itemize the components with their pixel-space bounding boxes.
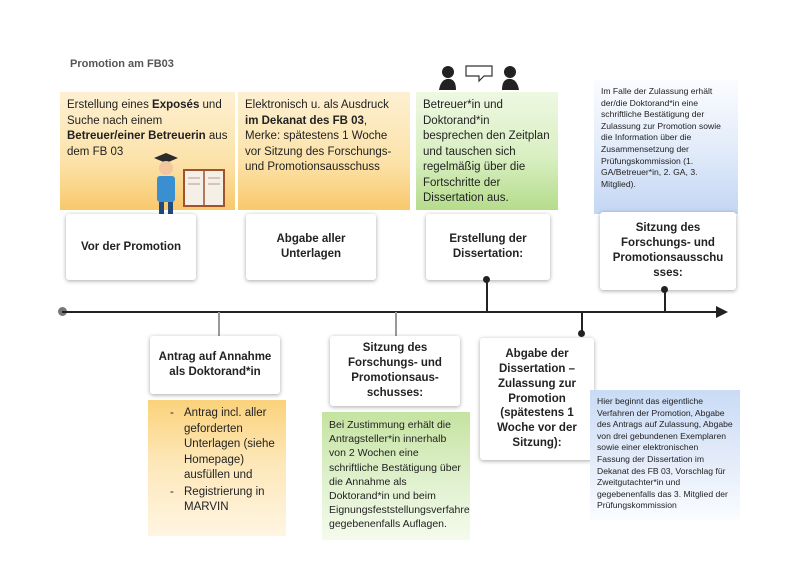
card-committee-session-bottom: Sitzung des Forschungs- und Promotionsau… (330, 336, 460, 406)
discussion-icon (436, 62, 522, 92)
graduate-illustration (148, 150, 226, 216)
note-acceptance: Bei Zustimmung erhält die Antragsteller*… (322, 412, 470, 540)
note-text: aus dem FB 03 (67, 130, 228, 158)
timeline-arrow (716, 306, 728, 318)
connector (664, 290, 666, 312)
note-admission-info: Im Falle der Zulassung erhält der/die Do… (594, 80, 738, 214)
note-procedure-start: Hier beginnt das eigentliche Verfahren d… (590, 390, 740, 520)
card-writing-dissertation: Erstellung der Dissertation: (426, 214, 550, 280)
connector-dot (578, 330, 585, 337)
connector-dot (661, 286, 668, 293)
connector-dot (483, 276, 490, 283)
note-text: Hier beginnt das eigentliche Verfahren d… (597, 396, 733, 511)
connector (581, 312, 583, 336)
note-text-bold: im Dekanat des FB 03 (245, 114, 364, 127)
card-application-doctoral: Antrag auf Annahme als Doktorand*in (150, 336, 280, 394)
connector (218, 312, 220, 336)
note-text: Im Falle der Zulassung erhält der/die Do… (601, 86, 721, 189)
list-item: Registrierung in MARVIN (170, 485, 279, 516)
application-steps-list: Antrag incl. aller geforderten Unterlage… (170, 406, 279, 516)
card-before-promotion: Vor der Promotion (66, 214, 196, 280)
connector (486, 280, 488, 312)
card-committee-session-top: Sitzung des Forschungs- und Promotionsau… (600, 212, 736, 290)
card-submit-documents: Abgabe aller Unterlagen (246, 214, 376, 280)
timeline-axis (62, 311, 722, 313)
note-documents: Elektronisch u. als Ausdruck im Dekanat … (238, 92, 410, 210)
note-application-steps: Antrag incl. aller geforderten Unterlage… (148, 400, 286, 536)
note-before-promotion: Erstellung eines Exposés und Suche nach … (60, 92, 235, 210)
card-submit-dissertation: Abgabe der Dissertation – Zulassung zur … (480, 338, 594, 460)
note-text-bold: Betreuer/einer Betreuerin (67, 130, 206, 143)
note-text: Betreuer*in und Doktorand*in besprechen … (423, 99, 550, 205)
page-title: Promotion am FB03 (70, 58, 174, 70)
note-text-bold: Exposés (152, 99, 200, 111)
note-text: Elektronisch u. als Ausdruck (245, 99, 389, 111)
note-text: Bei Zustimmung erhält die Antragsteller*… (329, 419, 470, 531)
note-text: , Merke: spätestens 1 Woche vor Sitzung … (245, 114, 392, 174)
note-text: Erstellung eines (67, 99, 153, 111)
connector (395, 312, 397, 336)
note-text: und Suche nach einem (67, 99, 222, 127)
list-item: Antrag incl. aller geforderten Unterlage… (170, 406, 279, 484)
note-dissertation-writing: Betreuer*in und Doktorand*in besprechen … (416, 92, 558, 210)
